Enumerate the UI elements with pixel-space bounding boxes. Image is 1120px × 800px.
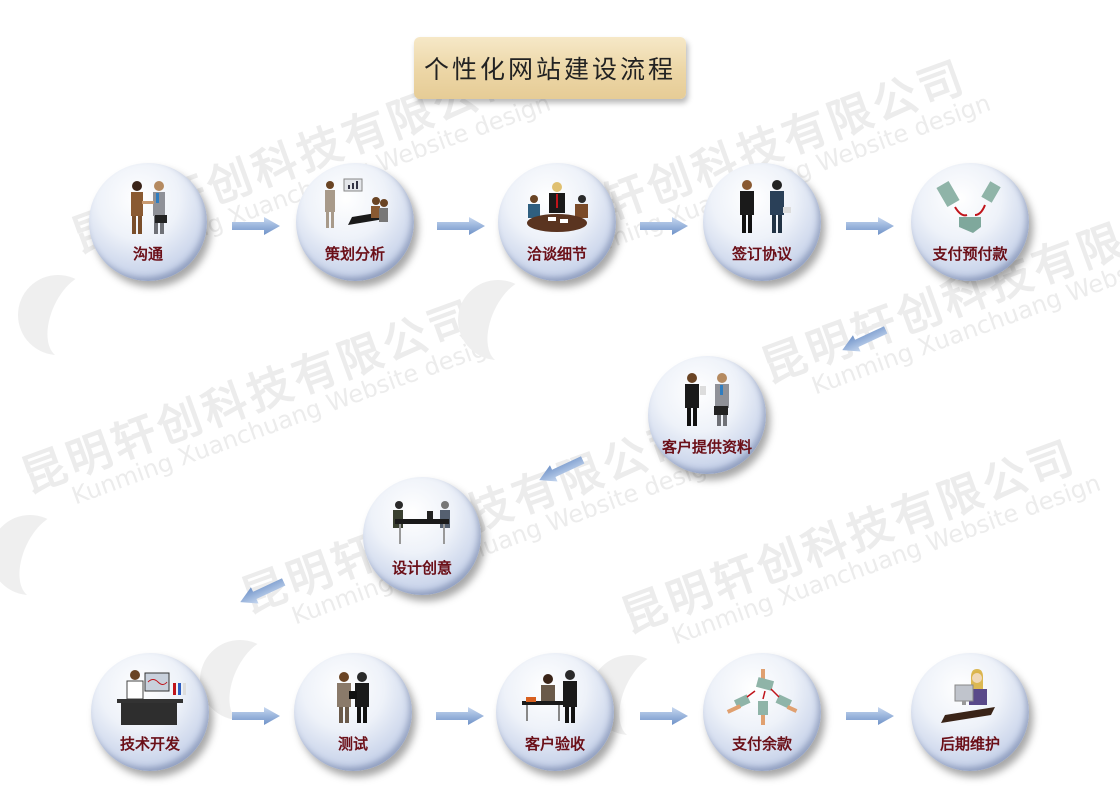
step-label: 技术开发 <box>119 735 180 753</box>
arrow-right-icon <box>232 707 280 725</box>
arrow-right-icon <box>846 707 894 725</box>
testing-icon <box>337 672 369 723</box>
customer-acceptance-icon <box>522 670 577 723</box>
presentation-meeting-icon <box>325 178 388 228</box>
page-title: 个性化网站建设流程 <box>414 37 686 99</box>
developer-computer-icon <box>117 670 186 725</box>
arrow-right-icon <box>232 217 280 235</box>
step-label: 策划分析 <box>324 245 385 263</box>
arrow-down-left-icon <box>842 326 888 352</box>
step-communicate[interactable]: 沟通 <box>89 163 207 281</box>
step-testing[interactable]: 测试 <box>294 653 412 771</box>
step-pay-balance[interactable]: 支付余款 <box>703 653 821 771</box>
step-label: 后期维护 <box>939 735 1000 753</box>
step-label: 洽谈细节 <box>526 245 587 263</box>
step-technical-development[interactable]: 技术开发 <box>91 653 209 771</box>
design-meeting-icon <box>393 501 450 544</box>
watermark-logo-icon <box>0 515 70 595</box>
arrow-right-icon <box>640 707 688 725</box>
step-label: 支付余款 <box>731 735 792 753</box>
round-table-meeting-icon <box>527 182 588 232</box>
watermark-logo-icon <box>18 275 98 355</box>
final-payment-icon <box>726 669 798 725</box>
step-design-creative[interactable]: 设计创意 <box>363 477 481 595</box>
watermark-company-en: Kunming Xuanchuang Website design <box>288 448 725 631</box>
step-pay-deposit[interactable]: 支付预付款 <box>911 163 1029 281</box>
step-planning-analysis[interactable]: 策划分析 <box>296 163 414 281</box>
step-label: 客户提供资料 <box>661 438 752 456</box>
step-label: 设计创意 <box>391 559 452 577</box>
step-label: 支付预付款 <box>932 245 1008 263</box>
step-client-acceptance[interactable]: 客户验收 <box>496 653 614 771</box>
arrow-down-left-icon <box>539 456 585 482</box>
step-label: 签订协议 <box>731 245 792 263</box>
step-label: 测试 <box>337 735 368 753</box>
watermark-company-cn: 昆明轩创科技有限公司 <box>15 291 484 504</box>
handshake-icon <box>131 181 167 234</box>
watermark-company-en: Kunming Xuanchuang Website design <box>668 468 1105 651</box>
step-negotiate-details[interactable]: 洽谈细节 <box>498 163 616 281</box>
sign-agreement-icon <box>740 180 791 233</box>
provide-documents-icon <box>685 373 729 426</box>
arrow-right-icon <box>846 217 894 235</box>
step-label: 客户验收 <box>524 735 585 753</box>
arrow-right-icon <box>437 217 485 235</box>
arrow-right-icon <box>436 707 484 725</box>
arrow-right-icon <box>640 217 688 235</box>
step-maintenance[interactable]: 后期维护 <box>911 653 1029 771</box>
arrow-down-left-icon <box>240 578 286 604</box>
step-sign-agreement[interactable]: 签订协议 <box>703 163 821 281</box>
prepayment-money-icon <box>936 180 1001 233</box>
step-client-provides-materials[interactable]: 客户提供资料 <box>648 356 766 474</box>
watermark-logo-icon <box>458 280 538 360</box>
step-label: 沟通 <box>132 245 163 263</box>
support-headset-icon <box>941 669 995 723</box>
